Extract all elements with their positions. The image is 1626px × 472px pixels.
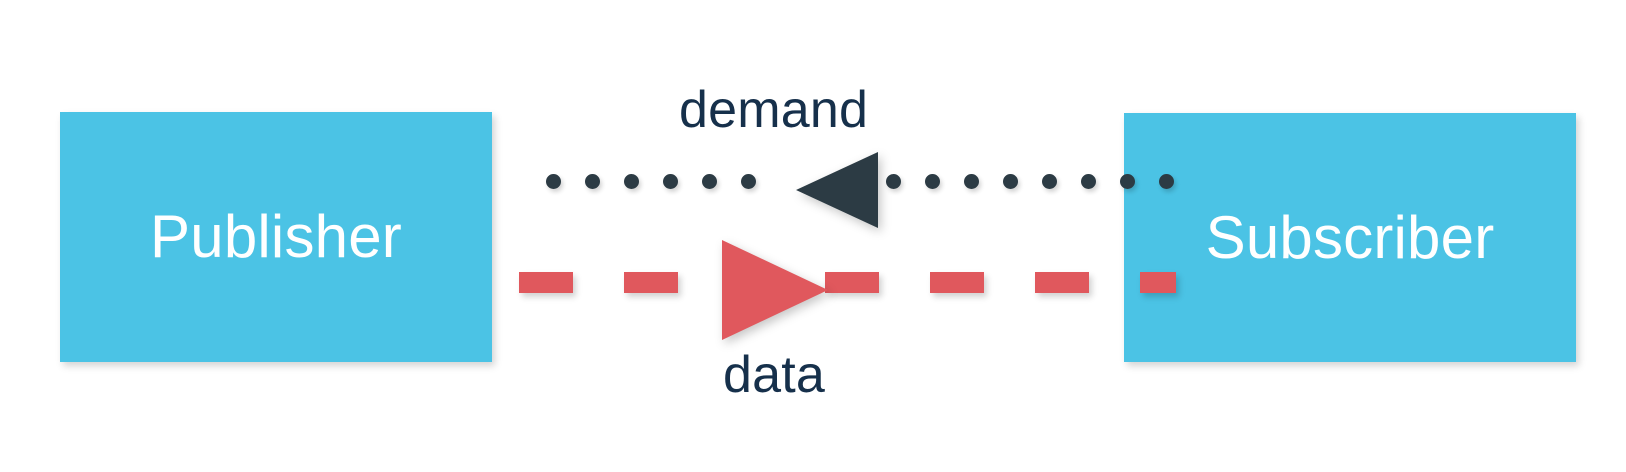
demand-line-dot xyxy=(546,174,561,189)
node-publisher[interactable]: Publisher xyxy=(60,112,492,362)
demand-line-dot xyxy=(702,174,717,189)
data-line-dash xyxy=(624,272,678,293)
edge-data-label: data xyxy=(723,346,826,404)
demand-line-dot xyxy=(1159,174,1174,189)
demand-line-dot xyxy=(1003,174,1018,189)
edge-demand-line xyxy=(492,174,1174,190)
demand-line-dot xyxy=(886,174,901,189)
data-line-dash xyxy=(1035,272,1089,293)
demand-arrowhead-icon xyxy=(796,152,878,228)
demand-line-dot xyxy=(1042,174,1057,189)
demand-line-dot xyxy=(925,174,940,189)
node-subscriber[interactable]: Subscriber xyxy=(1124,113,1576,362)
edge-demand-label: demand xyxy=(679,81,869,139)
data-line-dash xyxy=(930,272,984,293)
data-arrowhead-icon xyxy=(722,240,828,340)
edge-data-line xyxy=(492,272,1176,294)
demand-line-dot xyxy=(1120,174,1135,189)
demand-line-dot xyxy=(624,174,639,189)
demand-line-dot xyxy=(964,174,979,189)
demand-line-dot xyxy=(1081,174,1096,189)
node-publisher-label: Publisher xyxy=(150,203,402,270)
demand-line-dot xyxy=(741,174,756,189)
node-subscriber-label: Subscriber xyxy=(1205,203,1495,271)
data-line-dash xyxy=(825,272,879,293)
data-line-dash xyxy=(519,272,573,293)
demand-line-dot xyxy=(663,174,678,189)
demand-line-dot xyxy=(585,174,600,189)
data-line-dash xyxy=(1140,272,1176,293)
